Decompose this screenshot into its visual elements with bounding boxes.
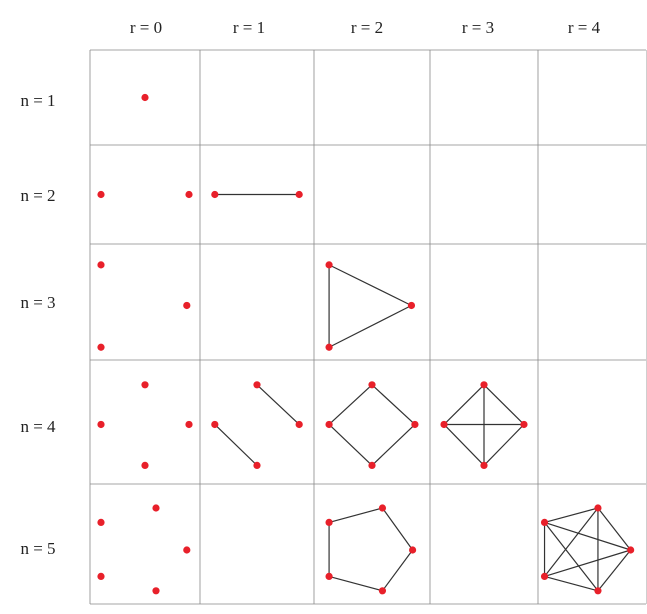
graph-edge [214, 424, 258, 466]
graph-edge [544, 521, 631, 551]
row-header-n3: n = 3 [20, 293, 55, 312]
graph-vertex [540, 572, 549, 581]
graph-cell [211, 381, 303, 469]
graph-vertex [378, 587, 387, 595]
graph-edge [381, 549, 414, 592]
graph-edge [371, 384, 416, 425]
column-header-r3: r = 3 [462, 18, 494, 37]
graph-edge [544, 522, 599, 592]
graph-vertex [540, 518, 549, 527]
graph-vertex [141, 381, 149, 389]
graph-vertex [185, 190, 193, 199]
graph-vertex [211, 420, 219, 429]
graph-vertex [325, 261, 333, 269]
row-header-n4: n = 4 [20, 417, 56, 436]
graph-edge [544, 575, 599, 592]
graph-cell [325, 381, 419, 469]
graph-vertex [480, 461, 488, 469]
graph-vertex [152, 587, 160, 595]
graph-vertex [97, 518, 105, 527]
graph-vertex [141, 461, 149, 469]
graph-vertex [325, 572, 333, 581]
graph-vertex [253, 461, 261, 469]
graph-edge [597, 507, 632, 551]
graph-vertex [594, 504, 602, 512]
graph-vertex [440, 420, 448, 429]
column-header-r0: r = 0 [130, 18, 162, 37]
graph-vertex [409, 546, 417, 554]
graph-vertex [152, 504, 160, 512]
row-header-n2: n = 2 [20, 186, 55, 205]
graph-edge [328, 264, 412, 307]
graph-edge [443, 424, 485, 466]
graph-vertex [411, 420, 419, 429]
graph-vertex [183, 546, 191, 554]
graph-edge [544, 507, 599, 523]
graph-edge [483, 384, 525, 425]
graph-vertex [368, 381, 376, 389]
graph-vertex [295, 190, 303, 199]
graph-vertex [325, 420, 333, 429]
graph-vertex [97, 190, 105, 199]
graph-cell [325, 504, 417, 595]
graph-vertex [97, 261, 105, 269]
graph-cell [211, 190, 303, 199]
graph-edge [443, 384, 485, 425]
graph-cell [325, 261, 416, 351]
row-header-n1: n = 1 [20, 91, 55, 110]
graph-cells [97, 93, 635, 595]
graph-vertex [183, 301, 191, 310]
row-header-n5: n = 5 [20, 539, 55, 558]
graph-vertex [211, 190, 219, 199]
graph-vertex [480, 381, 488, 389]
graph-edge [256, 384, 300, 425]
graph-edge [544, 507, 599, 577]
graph-vertex [627, 546, 635, 554]
graph-cell [97, 190, 193, 199]
table-headers: r = 0 r = 1 r = 2 r = 3 r = 4 n = 1 n = … [20, 18, 600, 558]
graph-vertex [325, 518, 333, 527]
graph-edge [381, 507, 414, 551]
graph-edge [328, 575, 383, 592]
column-header-r4: r = 4 [568, 18, 601, 37]
graph-vertex [594, 587, 602, 595]
graph-edge [328, 424, 373, 466]
graph-edge [328, 384, 373, 425]
graph-edge [544, 549, 631, 577]
graph-cell [540, 504, 635, 595]
column-header-r2: r = 2 [351, 18, 383, 37]
graph-vertex [325, 343, 333, 351]
graph-vertex [97, 420, 105, 429]
table-grid [89, 49, 647, 605]
graph-edge [328, 304, 412, 348]
graph-edge [328, 507, 383, 523]
column-header-r1: r = 1 [233, 18, 265, 37]
graph-cell [97, 381, 193, 469]
graph-vertex [295, 420, 303, 429]
graph-vertex [520, 420, 528, 429]
graph-vertex [185, 420, 193, 429]
graph-vertex [141, 93, 149, 102]
graph-vertex [368, 461, 376, 469]
graph-vertex [253, 381, 261, 389]
graph-cell [141, 93, 149, 102]
graph-cell [97, 504, 191, 595]
graph-vertex [97, 572, 105, 581]
graph-vertex [378, 504, 387, 512]
graph-cell [440, 381, 528, 469]
graph-cell [97, 261, 191, 351]
graph-vertex [407, 301, 416, 310]
graph-edge [371, 424, 416, 466]
graph-edge [597, 549, 632, 592]
graph-edge [483, 424, 525, 466]
graph-vertex [97, 343, 105, 351]
